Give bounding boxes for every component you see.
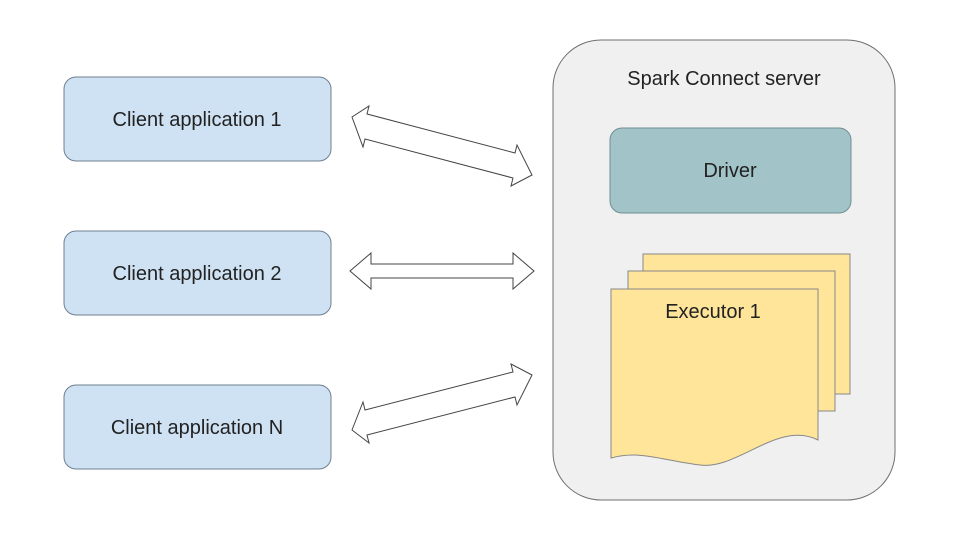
driver-box: [609, 127, 852, 214]
client-label: Client application 1: [113, 109, 282, 131]
spark-connect-server: Spark Connect server Driver Executor 1: [552, 39, 896, 501]
client-box: [63, 76, 332, 162]
client-label: Client application 2: [113, 263, 282, 285]
executor-label: Executor 1: [665, 301, 761, 323]
client-application-n: Client application N: [63, 384, 332, 470]
executor-document-front: [610, 288, 819, 466]
client-application-1: Client application 1: [63, 76, 332, 162]
driver-node: Driver: [609, 127, 852, 214]
server-title: Spark Connect server: [627, 68, 821, 90]
client-label: Client application N: [111, 417, 283, 439]
client-box: [63, 384, 332, 470]
double-arrow-1: [351, 104, 533, 187]
double-arrow-n: [351, 363, 533, 445]
client-box: [63, 230, 332, 316]
driver-label: Driver: [703, 160, 757, 182]
double-arrow-2: [349, 251, 535, 291]
client-application-2: Client application 2: [63, 230, 332, 316]
executor-stack: Executor 1: [610, 253, 851, 466]
